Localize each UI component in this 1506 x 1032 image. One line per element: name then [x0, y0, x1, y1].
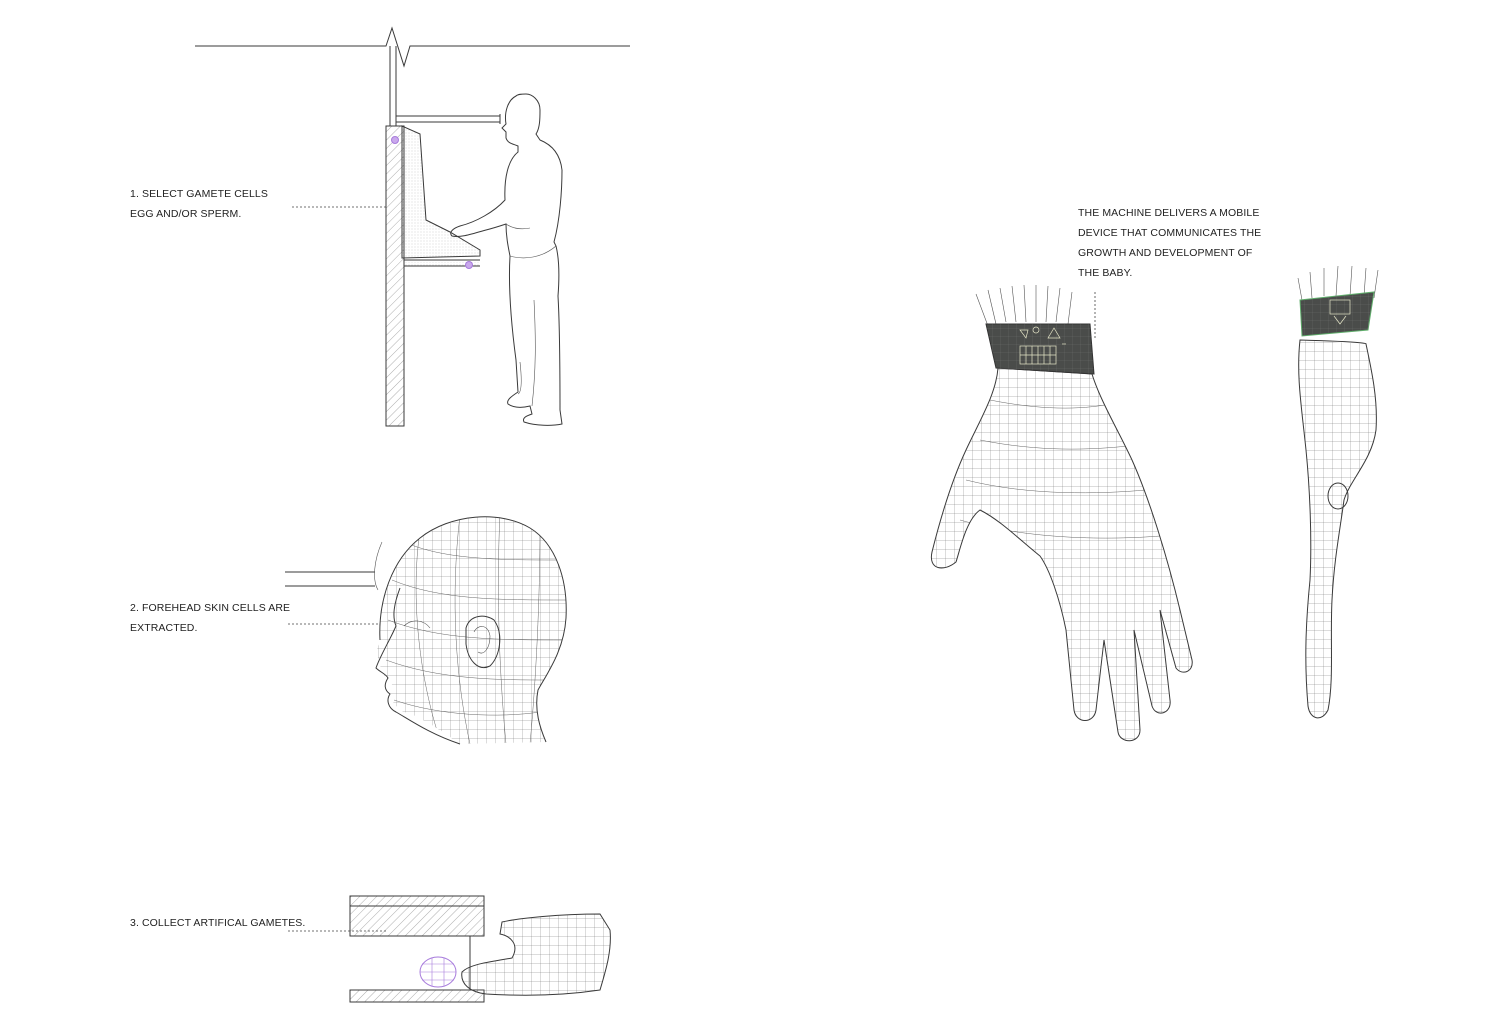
collection-slot	[350, 896, 484, 1002]
front-hand-wireframe	[920, 285, 1210, 750]
machine-elevation	[195, 28, 630, 426]
side-hand-wireframe	[1290, 266, 1385, 730]
gamete-cell-top	[392, 137, 399, 144]
head-wireframe	[285, 505, 570, 750]
gamete-cell-bottom	[466, 262, 473, 269]
